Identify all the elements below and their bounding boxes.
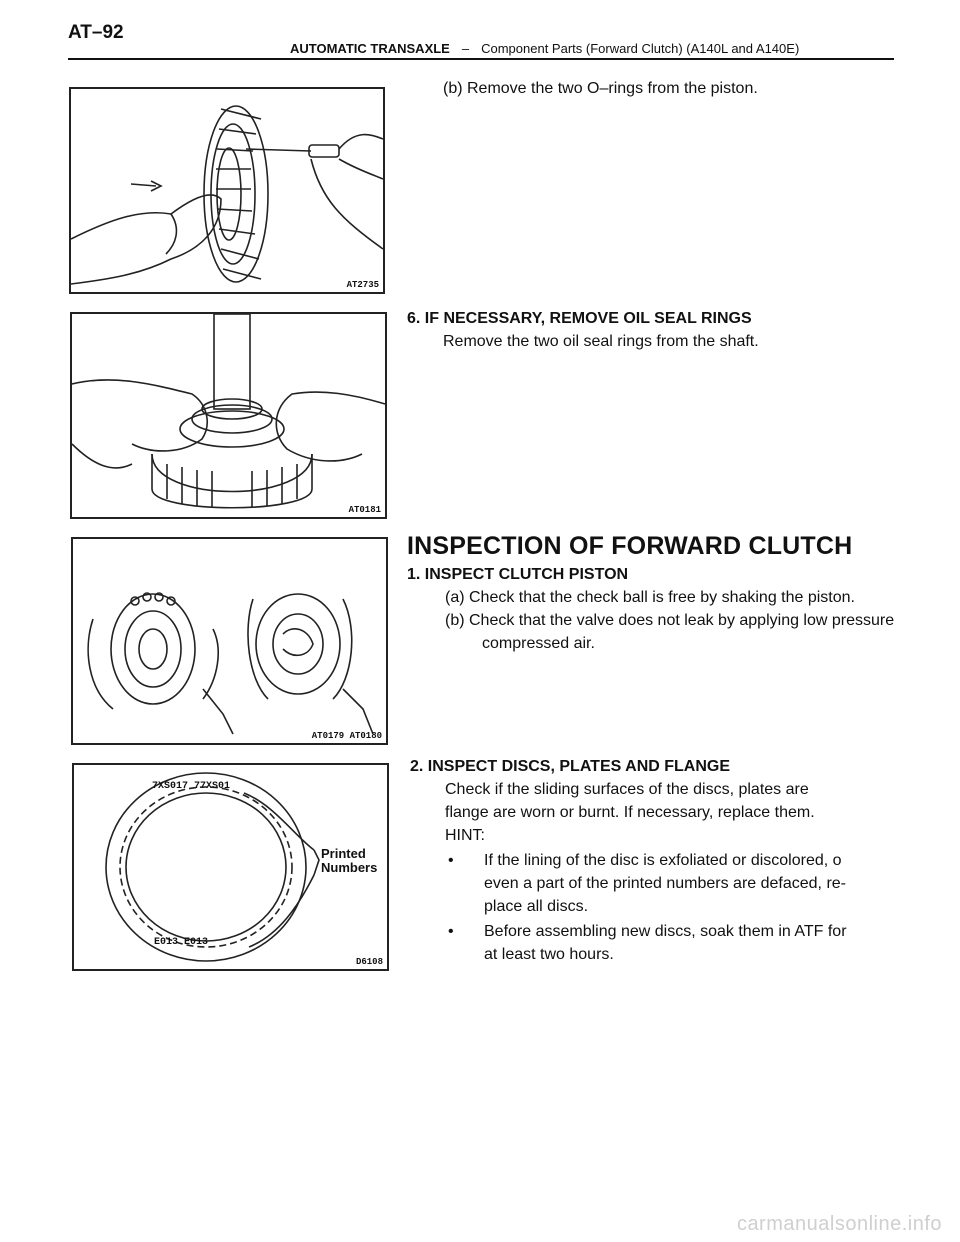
insp1-heading: 1. INSPECT CLUTCH PISTON xyxy=(407,566,629,583)
figure-code: AT2735 xyxy=(346,280,379,290)
hint-label: HINT: xyxy=(445,827,485,844)
page-number: AT–92 xyxy=(68,22,124,43)
hint-bullet-2: Before assembling new discs, soak them i… xyxy=(448,920,846,943)
figure-code: D6108 xyxy=(355,957,383,967)
label-line1: Printed xyxy=(321,846,366,861)
inspection-title: INSPECTION OF FORWARD CLUTCH xyxy=(407,532,853,560)
footer-watermark: carmanualsonline.info xyxy=(736,1213,942,1235)
insp2-heading: 2. INSPECT DISCS, PLATES AND FLANGE xyxy=(410,758,731,775)
step6-heading: 6. IF NECESSARY, REMOVE OIL SEAL RINGS xyxy=(407,310,752,327)
insp1-step-b-cont: compressed air. xyxy=(482,635,595,652)
figure-oil-seal-removal: AT0181 xyxy=(70,312,387,519)
disc-top-text: 7XS017 77XS01 xyxy=(152,781,231,792)
figure-clutch-piston: AT0179 AT0180 xyxy=(71,537,388,745)
clutch-disc-illustration xyxy=(105,772,320,962)
insp2-body-line1: Check if the sliding surfaces of the dis… xyxy=(445,781,809,798)
hint-bullet-1-cont2: place all discs. xyxy=(484,898,589,915)
step-remove-orings: (b) Remove the two O–rings from the pist… xyxy=(443,80,758,97)
figure-clutch-disc: 7XS017 77XS01 E013 E013 Printed Numbers … xyxy=(72,763,389,971)
running-header: AUTOMATIC TRANSAXLE–Component Parts (For… xyxy=(290,41,799,56)
figure-code: AT0181 xyxy=(348,505,381,515)
label-line2: Numbers xyxy=(321,860,378,875)
disc-bottom-text: E013 E013 xyxy=(154,937,209,948)
section-subtitle: Component Parts (Forward Clutch) (A140L … xyxy=(481,41,800,56)
insp1-step-b: (b) Check that the valve does not leak b… xyxy=(445,612,895,629)
hint-bullet-1: If the lining of the disc is exfoliated … xyxy=(448,849,841,872)
printed-numbers-label: Printed Numbers xyxy=(321,847,377,875)
step6-body: Remove the two oil seal rings from the s… xyxy=(443,333,759,350)
figure-oring-removal: AT2735 xyxy=(69,87,385,294)
header-separator: – xyxy=(461,41,470,56)
piston-oring-removal-illustration xyxy=(71,105,383,285)
header-rule xyxy=(68,58,894,60)
figure-code: AT0179 AT0180 xyxy=(311,731,382,741)
hint-bullet-2-cont: at least two hours. xyxy=(484,946,614,963)
section-title: AUTOMATIC TRANSAXLE xyxy=(290,41,450,56)
oil-seal-ring-removal-illustration xyxy=(72,314,385,509)
hint-bullet-1-cont1: even a part of the printed numbers are d… xyxy=(484,875,846,892)
insp2-body-line2: flange are worn or burnt. If necessary, … xyxy=(445,804,815,821)
insp1-step-a: (a) Check that the check ball is free by… xyxy=(445,589,855,606)
clutch-piston-inspection-illustration xyxy=(87,592,374,735)
